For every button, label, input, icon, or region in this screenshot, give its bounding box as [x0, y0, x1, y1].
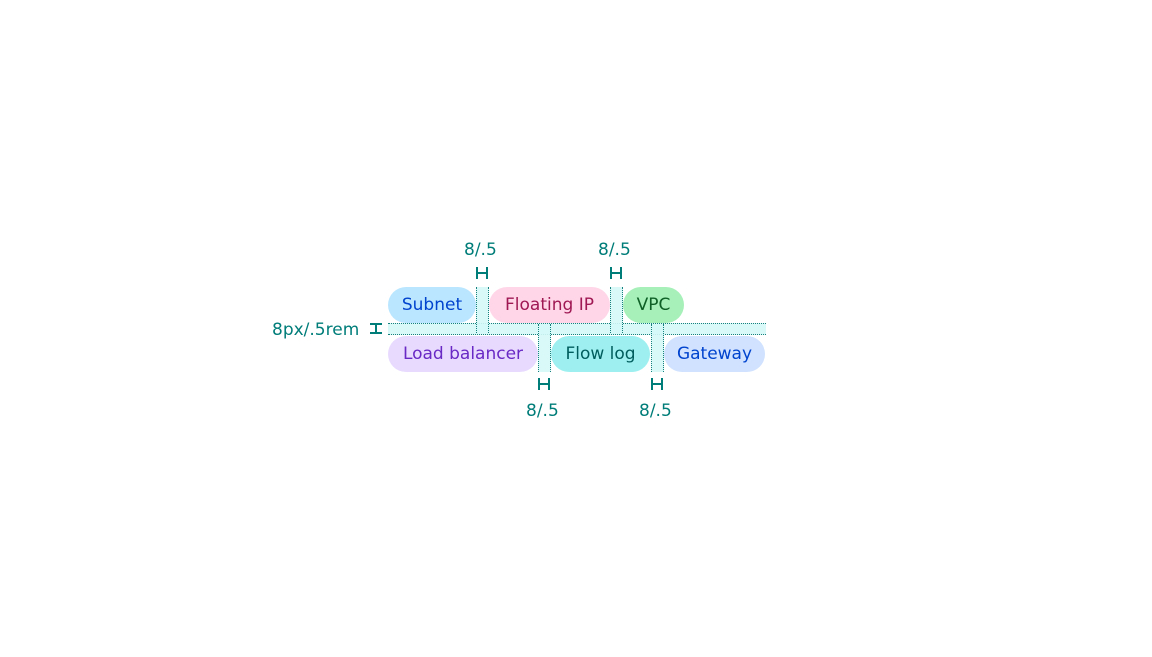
- tag-vpc: VPC: [623, 287, 684, 323]
- tag-label: Flow log: [565, 344, 636, 364]
- horizontal-spacing-marker-icon: [538, 378, 550, 390]
- row-gap-band: [388, 323, 766, 335]
- gap-band-loadbalancer-flowlog: [538, 324, 551, 372]
- tag-label: Floating IP: [505, 295, 594, 315]
- horizontal-spacing-marker-icon: [651, 378, 663, 390]
- spacing-label-bottom-right: 8/.5: [639, 401, 672, 421]
- tag-subnet: Subnet: [388, 287, 476, 323]
- spacing-label-top-left: 8/.5: [464, 240, 497, 260]
- tag-label: VPC: [636, 295, 671, 315]
- tag-gateway: Gateway: [664, 336, 765, 372]
- vertical-spacing-marker-icon: [370, 323, 382, 334]
- tag-label: Load balancer: [402, 344, 524, 364]
- gap-band-floating-vpc: [610, 287, 623, 333]
- horizontal-spacing-marker-icon: [610, 267, 622, 279]
- tag-load-balancer: Load balancer: [388, 336, 538, 372]
- tag-label: Gateway: [676, 344, 753, 364]
- gap-band-flowlog-gateway: [651, 324, 664, 372]
- gap-band-subnet-floating: [476, 287, 489, 333]
- horizontal-spacing-marker-icon: [476, 267, 488, 279]
- spacing-label-bottom-left: 8/.5: [526, 401, 559, 421]
- tag-flow-log: Flow log: [551, 336, 650, 372]
- spacing-label-top-right: 8/.5: [598, 240, 631, 260]
- tag-floating-ip: Floating IP: [489, 287, 610, 323]
- tag-label: Subnet: [401, 295, 463, 315]
- row-gap-label: 8px/.5rem: [272, 320, 360, 340]
